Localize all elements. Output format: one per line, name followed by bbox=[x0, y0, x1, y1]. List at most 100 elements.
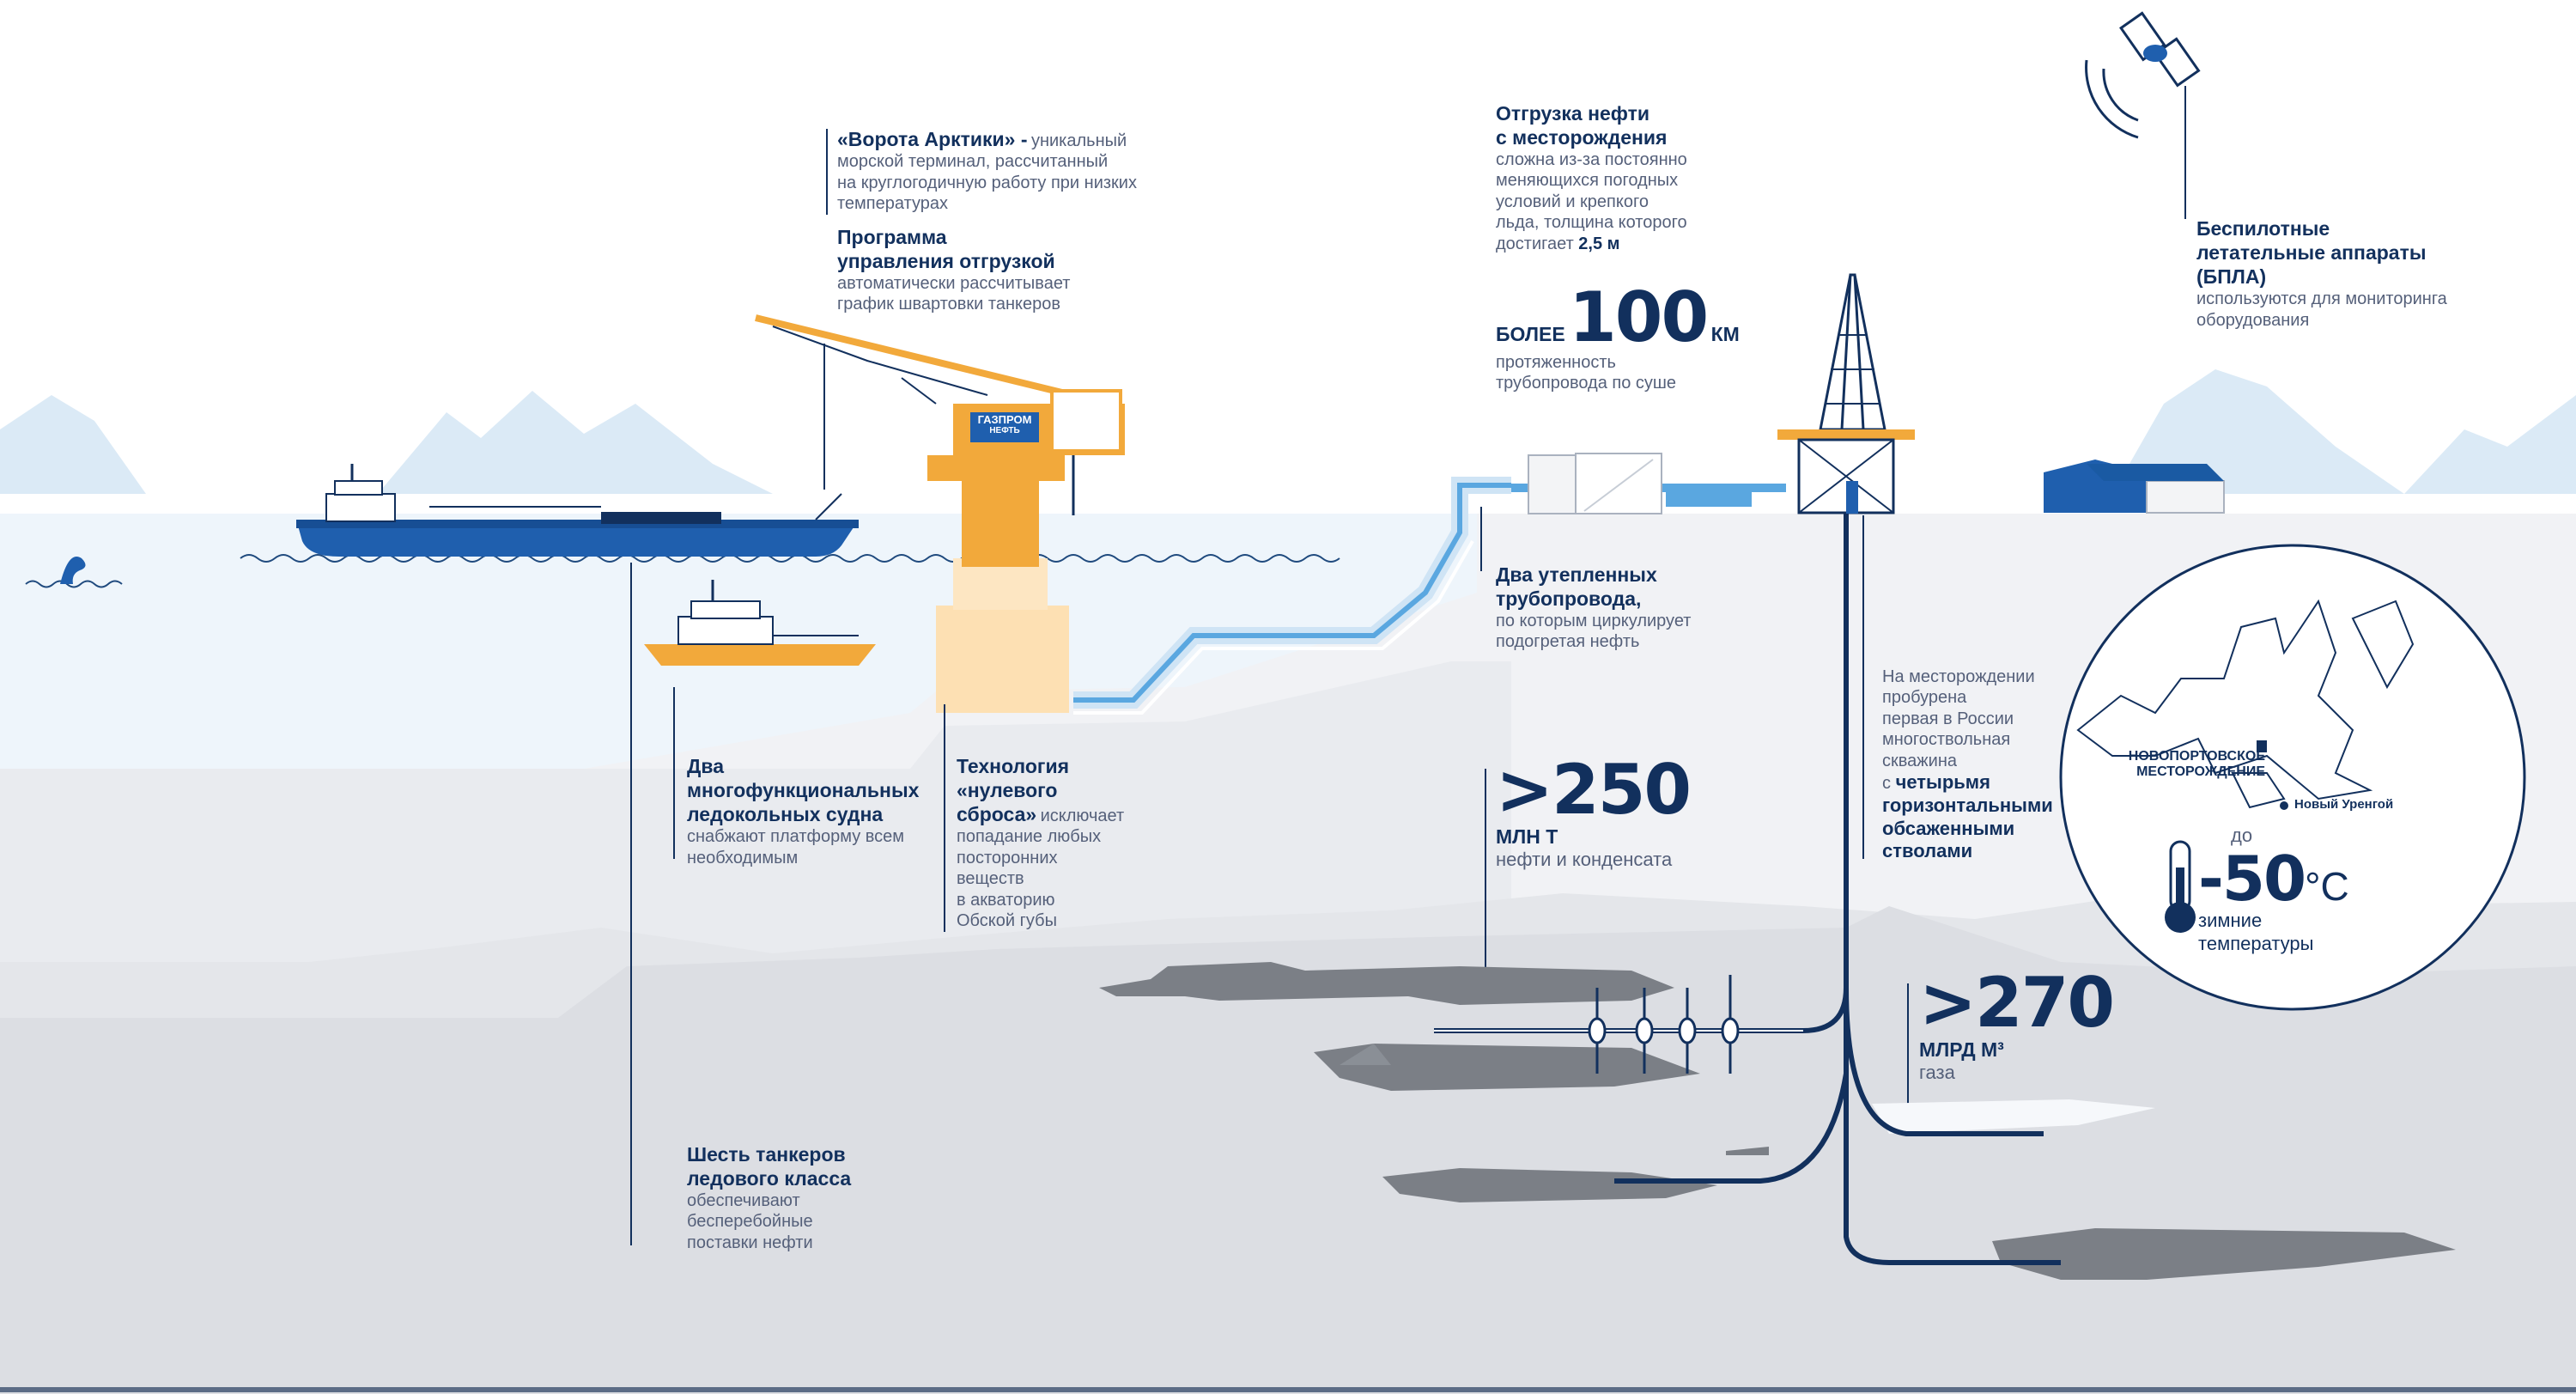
arctic-gate-terminal bbox=[755, 314, 1125, 713]
gas-reservoir bbox=[1872, 1099, 2155, 1134]
pipeline-length-text1: протяженность bbox=[1496, 353, 1616, 372]
well-text1: На месторождении bbox=[1882, 667, 2035, 686]
arctic-gate-text3: на круглогодичную работу при низких bbox=[837, 173, 1137, 192]
zero-discharge-text1: исключает bbox=[1040, 807, 1125, 826]
insulated-pipes-label: Два утепленных трубопровода, по которым … bbox=[1496, 563, 1788, 653]
zero-discharge-title3: сброса» bbox=[957, 803, 1037, 826]
leader-lines bbox=[630, 129, 1909, 1245]
well-text6-bold: четырьмя bbox=[1895, 770, 1990, 793]
icebreakers-label: Два многофункциональных ледокольных судн… bbox=[687, 754, 962, 868]
field-shipment-title2: с месторождения bbox=[1496, 126, 1668, 149]
tankers-text3: поставки нефти bbox=[687, 1233, 813, 1252]
shipping-program-text1: автоматически рассчитывает bbox=[837, 274, 1071, 294]
field-shipment-title1: Отгрузка нефти bbox=[1496, 102, 1650, 125]
insulated-pipes-text2: подогретая нефть bbox=[1496, 632, 1640, 652]
arctic-gate-text2: морской терминал, рассчитанный bbox=[837, 152, 1109, 172]
pipeline-length-text2: трубопровода по суше bbox=[1496, 374, 1677, 393]
field-shipment-label: Отгрузка нефти с месторождения сложна из… bbox=[1496, 101, 1771, 254]
map-temp-unit: °C bbox=[2305, 863, 2349, 909]
pipeline-length-prefix: БОЛЕЕ bbox=[1496, 323, 1565, 345]
zero-discharge-title1: Технология bbox=[957, 755, 1070, 777]
tankers-text2: бесперебойные bbox=[687, 1212, 813, 1232]
well-text2: пробурена bbox=[1882, 688, 1967, 708]
map-temp-label: до -50°C зимние температуры bbox=[2198, 825, 2421, 955]
map-temp-text1: зимние bbox=[2198, 909, 2263, 931]
drones-label: Беспилотные летательные аппараты (БПЛА) … bbox=[2196, 216, 2523, 331]
insulated-pipes-title2: трубопровода, bbox=[1496, 587, 1642, 611]
field-shipment-text4: льда, толщина которого bbox=[1496, 213, 1687, 233]
gas-reserves-text: газа bbox=[1919, 1062, 1955, 1084]
well-text3: первая в России bbox=[1882, 709, 2014, 728]
drone-icon bbox=[2085, 11, 2201, 139]
terminal-logo-sub: НЕФТЬ bbox=[989, 426, 1020, 436]
zero-discharge-text2: попадание любых bbox=[957, 827, 1102, 847]
zero-discharge-title2: «нулевого bbox=[957, 779, 1058, 802]
oil-reserves-unit: МЛН Т bbox=[1496, 825, 1558, 848]
tankers-title1: Шесть танкеров bbox=[687, 1143, 846, 1166]
tankers-label: Шесть танкеров ледового класса обеспечив… bbox=[687, 1142, 945, 1253]
zero-discharge-text4: веществ bbox=[957, 869, 1024, 889]
terminal-logo-name: ГАЗПРОМ bbox=[977, 413, 1032, 426]
drones-title2: летательные аппараты bbox=[2196, 241, 2427, 265]
city-marker bbox=[2280, 801, 2288, 810]
map-city-label: Новый Уренгой bbox=[2294, 797, 2393, 813]
terminal-logo: ГАЗПРОМ НЕФТЬ bbox=[972, 413, 1037, 436]
field-shipment-text5: достигает bbox=[1496, 234, 1574, 253]
well-bores bbox=[1434, 514, 2061, 1265]
pipeline-length-value: 100 bbox=[1569, 277, 1709, 357]
well-bold1: горизонтальными bbox=[1882, 794, 2053, 816]
shipping-program-title2: управления отгрузкой bbox=[837, 250, 1055, 273]
oil-reserves-text: нефти и конденсата bbox=[1496, 849, 1673, 871]
icebreakers-text2: необходимым bbox=[687, 848, 799, 867]
storage-tanks bbox=[1528, 453, 1752, 514]
insulated-pipes-text1: по которым циркулирует bbox=[1496, 612, 1692, 631]
drones-title1: Беспилотные bbox=[2196, 217, 2330, 240]
field-shipment-text1: сложна из-за постоянно bbox=[1496, 150, 1687, 170]
drilling-rig bbox=[1777, 273, 1915, 514]
icebreakers-title3: ледокольных судна bbox=[687, 803, 884, 826]
background-mountains bbox=[0, 369, 2576, 494]
ice-thickness-value: 2,5 м bbox=[1578, 234, 1620, 253]
tankers-title2: ледового класса bbox=[687, 1167, 852, 1190]
zero-discharge-text3: посторонних bbox=[957, 848, 1058, 867]
warehouse-building bbox=[2044, 460, 2225, 514]
tankers-text1: обеспечивают bbox=[687, 1191, 800, 1211]
gas-reserves-value: >270 bbox=[1919, 963, 2115, 1043]
arctic-gate-text1: уникальный bbox=[1030, 131, 1127, 150]
map-city-text: Новый Уренгой bbox=[2294, 797, 2394, 812]
icebreakers-text1: снабжают платформу всем bbox=[687, 827, 905, 847]
icebreaker-ship bbox=[644, 580, 876, 666]
thermometer-icon bbox=[2165, 840, 2196, 933]
pipeline-length-unit: КМ bbox=[1710, 323, 1740, 345]
gas-reserves-label: >270 МЛРД М³ газа bbox=[1919, 969, 2142, 1085]
map-temp-prefix: до bbox=[2231, 825, 2253, 846]
oil-reserves-value: >250 bbox=[1496, 750, 1692, 830]
seal-icon bbox=[60, 557, 86, 584]
map-temp-value: -50 bbox=[2198, 842, 2306, 915]
map-temp-text2: температуры bbox=[2198, 932, 2314, 954]
field-shipment-text2: меняющихся погодных bbox=[1496, 171, 1679, 191]
icebreakers-title2: многофункциональных bbox=[687, 779, 920, 802]
shipping-program-title1: Программа bbox=[837, 226, 947, 248]
icebreakers-title1: Два bbox=[687, 755, 725, 777]
arctic-gate-text4: температурах bbox=[837, 194, 948, 214]
map-field-label1: НОВОПОРТОВСКОЕ bbox=[2128, 749, 2265, 764]
arctic-gate-title: «Ворота Арктики» - bbox=[837, 128, 1028, 150]
pipeline-length-label: БОЛЕЕ 100 КМ протяженность трубопровода … bbox=[1496, 283, 1839, 394]
map-field-label2: МЕСТОРОЖДЕНИЕ bbox=[2136, 764, 2265, 780]
gazprom-logo-panel bbox=[970, 412, 1039, 442]
tanker-ship bbox=[296, 464, 859, 557]
zero-discharge-text6: Обской губы bbox=[957, 911, 1057, 931]
well-text6-prefix: с bbox=[1882, 773, 1891, 793]
well-text4: многоствольная bbox=[1882, 730, 2011, 750]
oil-reserves-label: >250 МЛН Т нефти и конденсата bbox=[1496, 756, 1771, 872]
map-field-label: НОВОПОРТОВСКОЕ МЕСТОРОЖДЕНИЕ bbox=[2093, 749, 2265, 781]
well-label: На месторождении пробурена первая в Росс… bbox=[1882, 667, 2105, 863]
gas-reserves-unit: МЛРД М³ bbox=[1919, 1038, 2004, 1061]
insulated-pipes-title1: Два утепленных bbox=[1496, 563, 1657, 586]
multilateral-branches bbox=[1588, 975, 1740, 1074]
field-marker bbox=[2257, 740, 2267, 752]
well-text5: скважина bbox=[1882, 751, 1957, 770]
drones-text2: оборудования bbox=[2196, 310, 2310, 330]
